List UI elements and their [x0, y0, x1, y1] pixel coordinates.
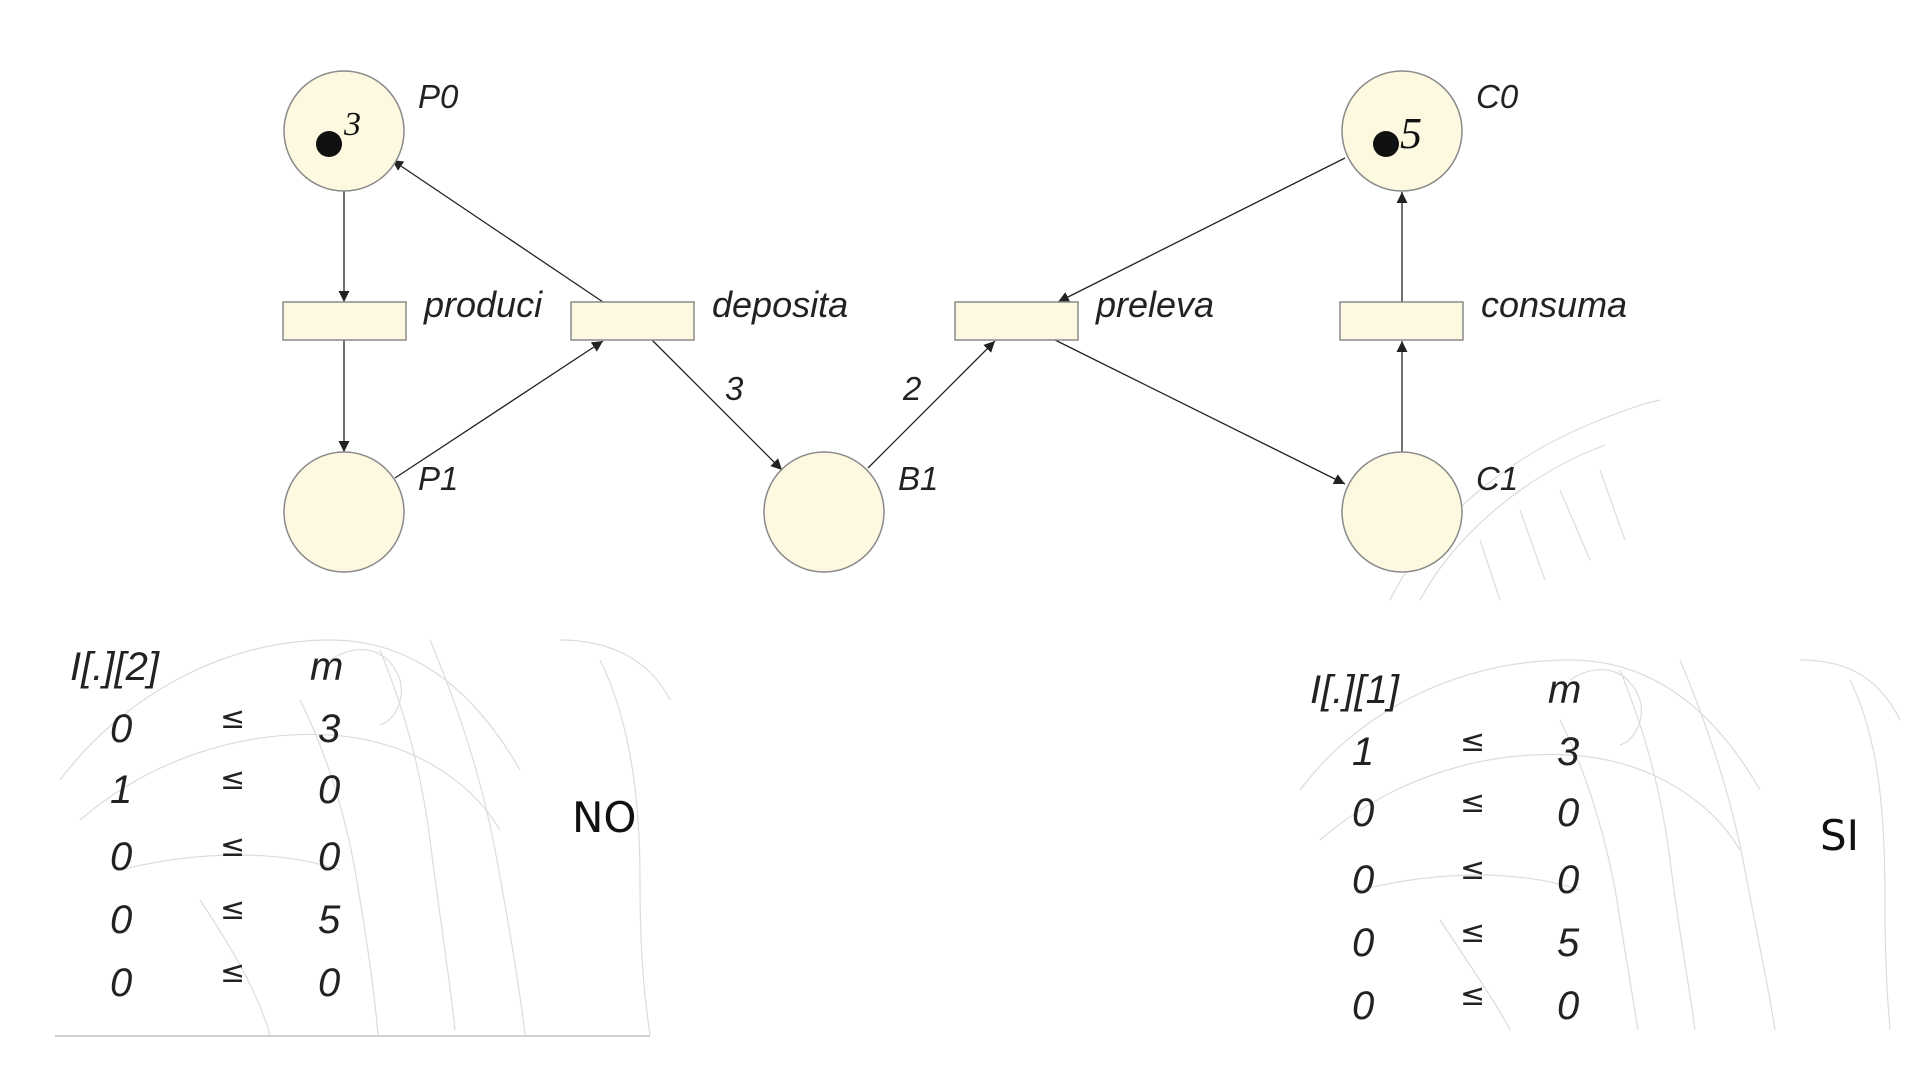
- transition-deposita: [570, 301, 695, 341]
- right-row-2-marking: 0: [1557, 858, 1579, 902]
- arc-p1-deposita: [394, 340, 604, 479]
- right-row-1-marking: 0: [1557, 791, 1579, 835]
- token-dot-p0: [316, 131, 342, 157]
- left-row-1-leq: ≤: [220, 762, 245, 797]
- right-row-4-marking: 0: [1557, 984, 1579, 1028]
- place-label-b1: B1: [898, 460, 938, 497]
- place-label-p1: P1: [418, 460, 458, 497]
- right-row-4-vector: 0: [1352, 984, 1374, 1028]
- place-label-p0: P0: [418, 78, 459, 115]
- right-row-4-leq: ≤: [1460, 978, 1485, 1013]
- left-row-0-vector: 0: [110, 707, 132, 751]
- arc-weights: 3 2: [725, 370, 921, 407]
- left-row-4-leq: ≤: [220, 955, 245, 990]
- left-row-2-leq: ≤: [220, 829, 245, 864]
- transition-label-preleva: preleva: [1095, 284, 1214, 325]
- left-comparison-table: I[.][2] m 0 ≤ 3 1 ≤ 0 0 ≤ 0 0 ≤ 5 0 ≤ 0 …: [55, 645, 650, 1037]
- left-row-2-marking: 0: [318, 835, 340, 879]
- left-row-3-vector: 0: [110, 898, 132, 942]
- place-label-c1: C1: [1476, 460, 1518, 497]
- watermark-figure-right: [1299, 659, 1901, 1031]
- right-row-3-leq: ≤: [1460, 915, 1485, 950]
- left-row-3-leq: ≤: [220, 892, 245, 927]
- place-c1: [1341, 451, 1463, 573]
- transition-produci: [282, 301, 407, 341]
- right-table-header-vector: I[.][1]: [1310, 668, 1400, 712]
- transition-label-produci: produci: [423, 284, 543, 325]
- token-count-p0: 3: [343, 106, 361, 143]
- left-row-3-marking: 5: [318, 898, 341, 942]
- right-row-0-marking: 3: [1557, 730, 1579, 774]
- right-row-2-leq: ≤: [1460, 852, 1485, 887]
- place-labels: P0 P1 B1 C0 C1: [418, 78, 1519, 497]
- right-row-3-vector: 0: [1352, 921, 1374, 965]
- places: [283, 70, 1463, 573]
- left-row-1-vector: 1: [110, 768, 132, 812]
- right-row-2-vector: 0: [1352, 858, 1374, 902]
- arc-preleva-c1: [1054, 339, 1346, 485]
- right-row-0-leq: ≤: [1460, 724, 1485, 759]
- place-label-c0: C0: [1476, 78, 1519, 115]
- arc-deposita-b1: [651, 339, 783, 471]
- arc-deposita-p0: [391, 159, 604, 303]
- tokens: 3 5: [316, 106, 1422, 158]
- arc-weight-b1-preleva: 2: [902, 370, 921, 407]
- left-table-header-marking: m: [310, 645, 343, 689]
- arc-b1-preleva: [867, 340, 996, 469]
- place-c0: [1341, 70, 1463, 192]
- left-row-2-vector: 0: [110, 835, 132, 879]
- transition-label-consuma: consuma: [1481, 284, 1627, 325]
- transition-consuma: [1339, 301, 1464, 341]
- left-row-0-marking: 3: [318, 707, 340, 751]
- token-count-c0: 5: [1400, 109, 1422, 158]
- right-verdict: SI: [1820, 811, 1859, 860]
- transition-label-deposita: deposita: [712, 284, 848, 325]
- arc-weight-deposita-b1: 3: [725, 370, 744, 407]
- right-row-3-marking: 5: [1557, 921, 1580, 965]
- transitions: [282, 301, 1464, 341]
- place-p0: [283, 70, 405, 192]
- transition-labels: produci deposita preleva consuma: [423, 284, 1627, 325]
- watermark-figure-left: [59, 639, 671, 1036]
- place-b1: [763, 451, 885, 573]
- left-row-4-vector: 0: [110, 961, 132, 1005]
- place-p1: [283, 451, 405, 573]
- left-row-1-marking: 0: [318, 768, 340, 812]
- right-row-1-vector: 0: [1352, 791, 1374, 835]
- left-row-4-marking: 0: [318, 961, 340, 1005]
- token-dot-c0: [1373, 131, 1399, 157]
- arc-c0-preleva: [1057, 157, 1346, 303]
- right-row-0-vector: 1: [1352, 730, 1374, 774]
- right-table-header-marking: m: [1548, 668, 1581, 712]
- right-row-1-leq: ≤: [1460, 785, 1485, 820]
- left-row-0-leq: ≤: [220, 701, 245, 736]
- arcs: [338, 157, 1408, 485]
- transition-preleva: [954, 301, 1079, 341]
- right-comparison-table: I[.][1] m 1 ≤ 3 0 ≤ 0 0 ≤ 0 0 ≤ 5 0 ≤ 0 …: [1310, 668, 1859, 1028]
- left-verdict: NO: [572, 793, 636, 842]
- left-table-header-vector: I[.][2]: [70, 645, 160, 689]
